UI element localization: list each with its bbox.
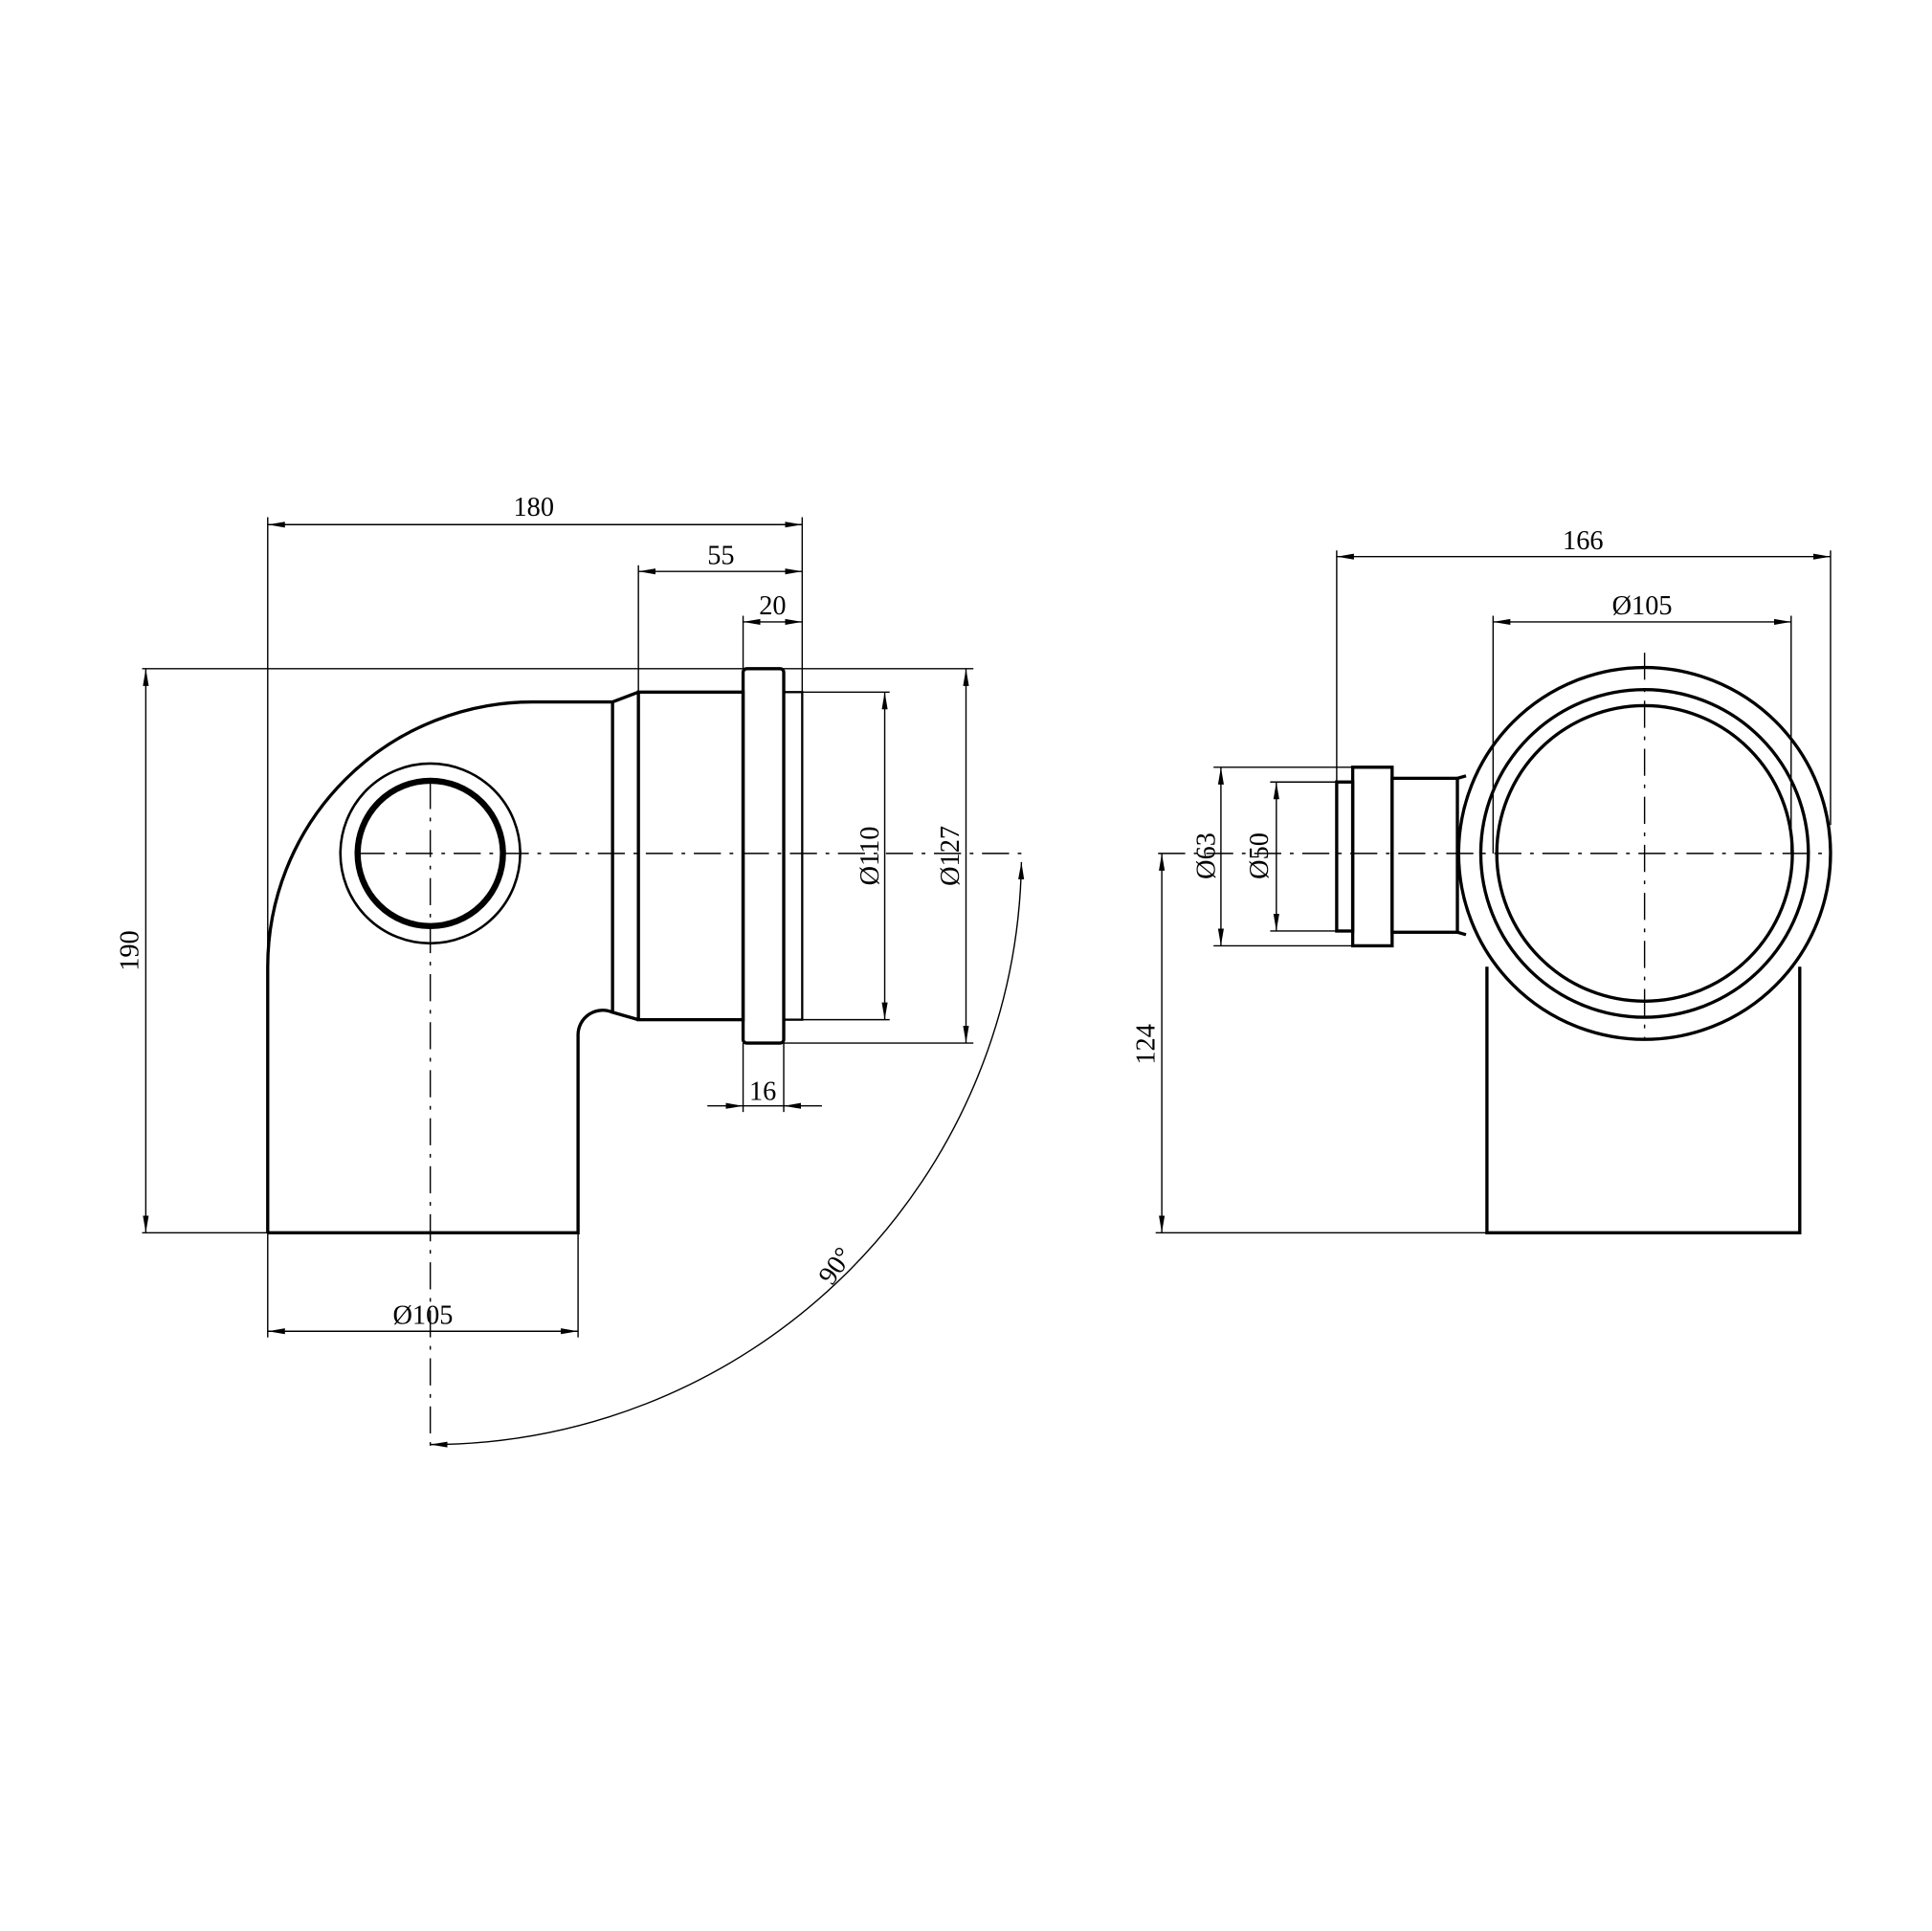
dim-diameter-105-base: Ø105 [392, 1301, 453, 1331]
side-view: 180 55 20 190 Ø110 Ø127 16 Ø105 90° [116, 493, 1025, 1448]
dim-diameter-50: Ø50 [1245, 832, 1275, 879]
dim-166: 166 [1563, 526, 1603, 556]
centerlines [1158, 653, 1831, 1041]
elbow-body-outline [266, 667, 804, 1234]
dimension-lines [1159, 553, 1831, 1233]
side-outlet-spigot [1335, 780, 1355, 933]
dimension-lines [143, 522, 1025, 1448]
flange [741, 667, 786, 1045]
centerlines [357, 782, 1023, 1448]
dim-diameter-105-pipe: Ø105 [1612, 591, 1673, 621]
extension-lines [1155, 550, 1832, 1233]
dim-angle-90: 90° [813, 1242, 859, 1290]
dim-55: 55 [707, 541, 734, 570]
side-outlet-body [1390, 776, 1459, 934]
dim-20: 20 [759, 591, 786, 621]
dim-190: 190 [116, 930, 145, 970]
tee-body-outline [1335, 665, 1832, 1234]
dim-180: 180 [514, 493, 554, 522]
side-outlet-flange [1350, 766, 1394, 948]
dim-diameter-110: Ø110 [855, 827, 885, 886]
dim-16: 16 [749, 1076, 776, 1106]
dim-124: 124 [1131, 1024, 1161, 1064]
front-view: 166 Ø105 Ø63 Ø50 124 [1131, 526, 1832, 1234]
spigot [782, 691, 804, 1021]
dim-diameter-127: Ø127 [936, 826, 966, 886]
dim-diameter-63: Ø63 [1191, 832, 1221, 879]
